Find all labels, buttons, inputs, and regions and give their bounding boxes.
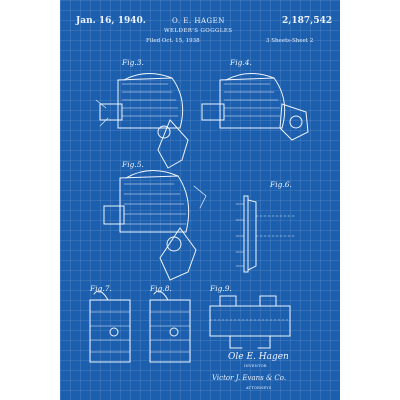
patent-drawings bbox=[89, 73, 309, 363]
fig7-label: Fig.7. bbox=[90, 284, 112, 293]
fig7-drawing bbox=[89, 290, 131, 363]
fig6-drawing bbox=[235, 195, 297, 273]
inventor-signature: Ole E. Hagen bbox=[228, 352, 289, 362]
fig5-drawing bbox=[103, 170, 207, 281]
fig9-drawing bbox=[209, 295, 291, 349]
inventor-name-header: O. E. HAGEN bbox=[172, 17, 225, 25]
fig4-label: Fig.4. bbox=[230, 58, 252, 67]
fig9-label: Fig.9. bbox=[210, 284, 232, 293]
patent-blueprint-print: Jan. 16, 1940. O. E. HAGEN 2,187,542 WEL… bbox=[60, 0, 340, 400]
fig8-drawing bbox=[149, 290, 191, 363]
fig4-drawing bbox=[201, 73, 309, 141]
fig8-label: Fig.8. bbox=[150, 284, 172, 293]
patent-title: WELDER'S GOGGLES bbox=[164, 28, 233, 34]
filed-date: Filed Oct. 15, 1938 bbox=[146, 38, 200, 44]
inventor-role-label: INVENTOR bbox=[244, 364, 267, 368]
sheet-count: 3 Sheets-Sheet 2 bbox=[266, 38, 314, 44]
fig3-label: Fig.3. bbox=[122, 58, 144, 67]
fig3-drawing bbox=[95, 73, 189, 169]
patent-number: 2,187,542 bbox=[282, 16, 333, 26]
attorney-signature: Victor J. Evans & Co. bbox=[212, 374, 287, 382]
attorney-role-label: ATTORNEYS bbox=[246, 386, 272, 390]
patent-date: Jan. 16, 1940. bbox=[76, 16, 146, 26]
fig6-label: Fig.6. bbox=[270, 180, 292, 189]
fig5-label: Fig.5. bbox=[122, 160, 144, 169]
